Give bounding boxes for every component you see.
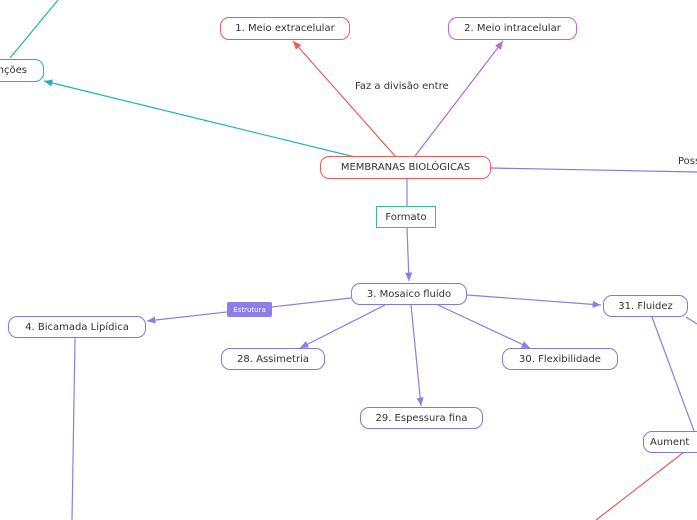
node-label: Aument: [650, 436, 690, 448]
edge-funcoes-up: [9, 0, 59, 59]
edge-mosaico-fluidez: [466, 294, 602, 308]
edge-fluidez-right: [685, 316, 697, 325]
edge-root-extracelular: [292, 40, 396, 157]
node-formato[interactable]: Formato: [376, 206, 436, 228]
node-espessura-fina[interactable]: 29. Espessura fina: [360, 407, 483, 429]
edge-fluidez-aument: [651, 316, 695, 432]
node-funcoes[interactable]: nções: [0, 59, 44, 82]
edge-bicamada-down: [71, 337, 76, 520]
edge-root-possui: [490, 167, 697, 173]
node-membranas-biologicas[interactable]: MEMBRANAS BIOLÓGICAS: [320, 156, 491, 179]
node-bicamada-lipidica[interactable]: 4. Bicamada Lipídica: [8, 316, 146, 338]
edge-formato-mosaico: [405, 227, 413, 282]
node-aument[interactable]: Aument: [643, 431, 697, 453]
edge-root-intracelular: [414, 40, 504, 157]
edge-label-possui: Poss: [678, 156, 697, 167]
edge-label-estrutura: Estrutura: [227, 302, 272, 317]
node-mosaico-fluido[interactable]: 3. Mosaico fluído: [351, 283, 467, 305]
node-label: 3. Mosaico fluído: [366, 288, 452, 300]
node-label: 1. Meio extracelular: [235, 23, 335, 34]
node-label: 4. Bicamada Lipídica: [25, 321, 129, 333]
node-flexibilidade[interactable]: 30. Flexibilidade: [502, 348, 618, 370]
node-label: MEMBRANAS BIOLÓGICAS: [340, 162, 471, 173]
edge-label-faz-divisao: Faz a divisão entre: [355, 81, 449, 92]
node-meio-extracelular[interactable]: 1. Meio extracelular: [220, 17, 350, 40]
node-meio-intracelular[interactable]: 2. Meio intracelular: [448, 17, 577, 40]
edge-mosaico-flexibilidade: [437, 304, 531, 349]
node-fluidez[interactable]: 31. Fluidez: [603, 295, 688, 317]
node-label: Formato: [385, 211, 427, 223]
edge-aument-down: [595, 451, 685, 520]
node-label: 31. Fluidez: [618, 300, 673, 312]
node-label: 30. Flexibilidade: [519, 353, 601, 365]
edge-mosaico-espessura: [410, 304, 424, 407]
node-label: 2. Meio intracelular: [464, 23, 561, 34]
edge-root-funcoes: [43, 79, 356, 158]
node-label: 29. Espessura fina: [375, 412, 468, 424]
node-assimetria[interactable]: 28. Assimetria: [221, 348, 325, 370]
edge-mosaico-assimetria: [299, 304, 386, 349]
node-label: nções: [0, 65, 27, 76]
node-label: 28. Assimetria: [237, 353, 309, 365]
